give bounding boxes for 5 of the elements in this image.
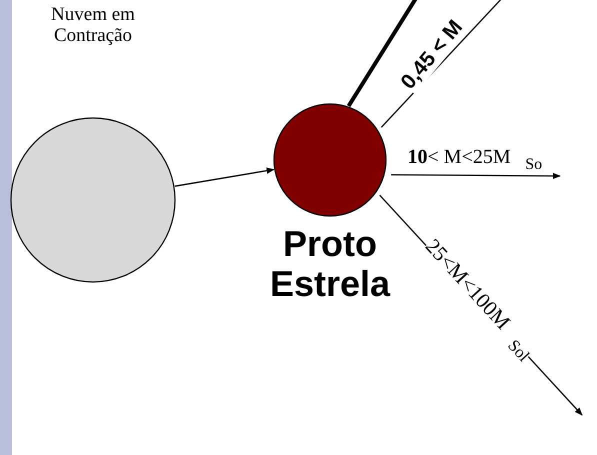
thick-line [346,0,420,108]
arrow [174,168,275,187]
protostar-label: Proto Estrela [268,224,392,304]
arrow [391,172,561,180]
cloud-label: Nuvem em Contração [50,5,136,47]
